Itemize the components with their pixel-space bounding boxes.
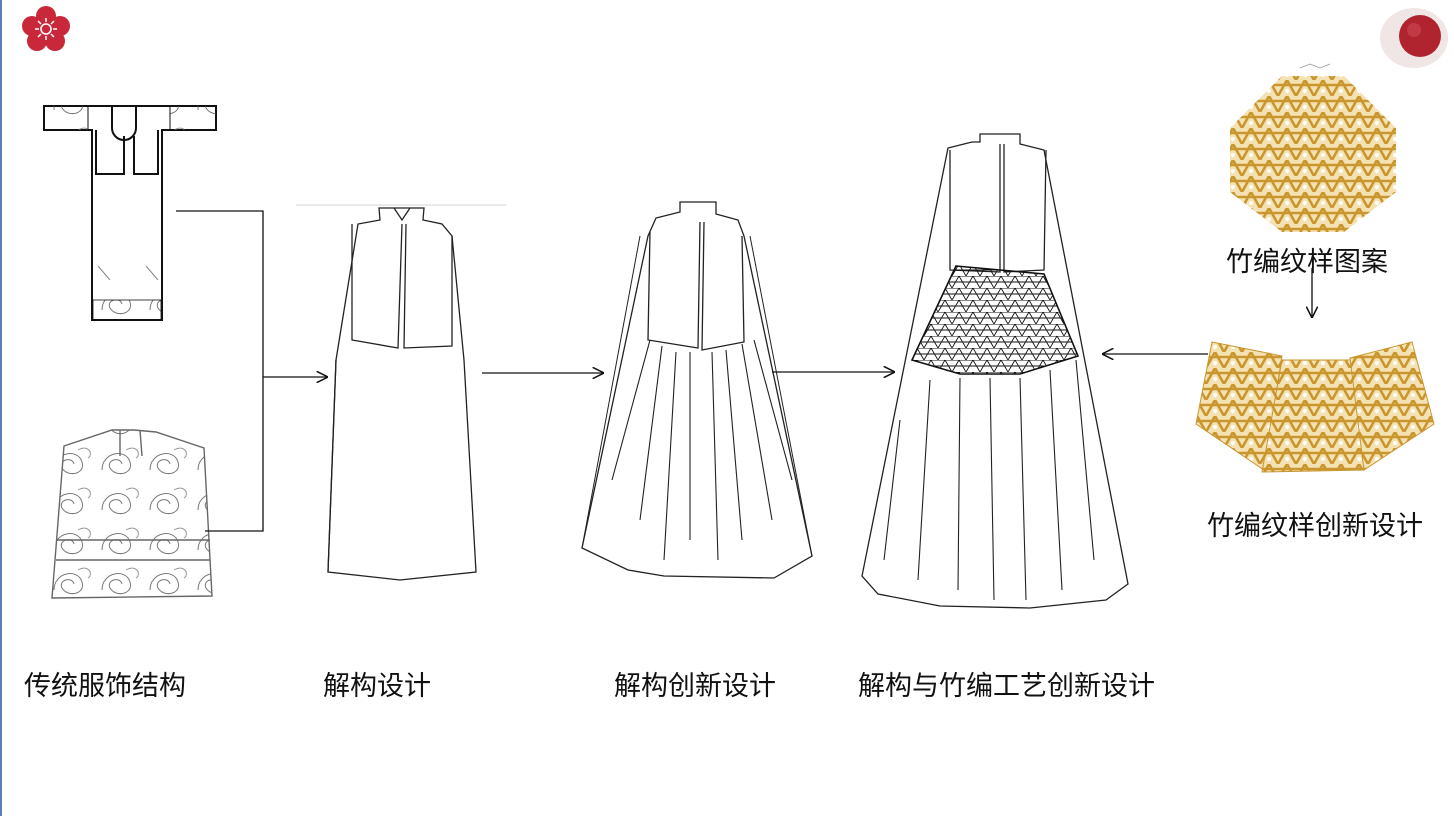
deconstruct-garment-drawing [296,204,506,581]
plum-blossom-logo-icon [22,6,70,51]
bamboo-weave-pattern-image [1230,63,1396,232]
label-traditional-structure: 传统服饰结构 [24,671,186,702]
red-ink-seal-icon [1380,8,1448,68]
traditional-vest-drawing [51,429,213,599]
merge-bracket [176,210,328,532]
label-deconstruct-innovation: 解构创新设计 [614,671,776,702]
label-deconstruct-design: 解构设计 [323,671,431,702]
bamboo-garment-drawing [861,133,1129,609]
slide-left-border [0,0,2,816]
innovation-garment-drawing [581,201,813,579]
traditional-robe-drawing [43,105,217,321]
label-bamboo-pattern: 竹编纹样图案 [1226,247,1388,278]
bamboo-innovation-panels-image [1195,341,1435,473]
label-bamboo-innovation: 竹编纹样创新设计 [1207,511,1423,542]
label-deconstruct-bamboo-innovation: 解构与竹编工艺创新设计 [858,671,1155,702]
